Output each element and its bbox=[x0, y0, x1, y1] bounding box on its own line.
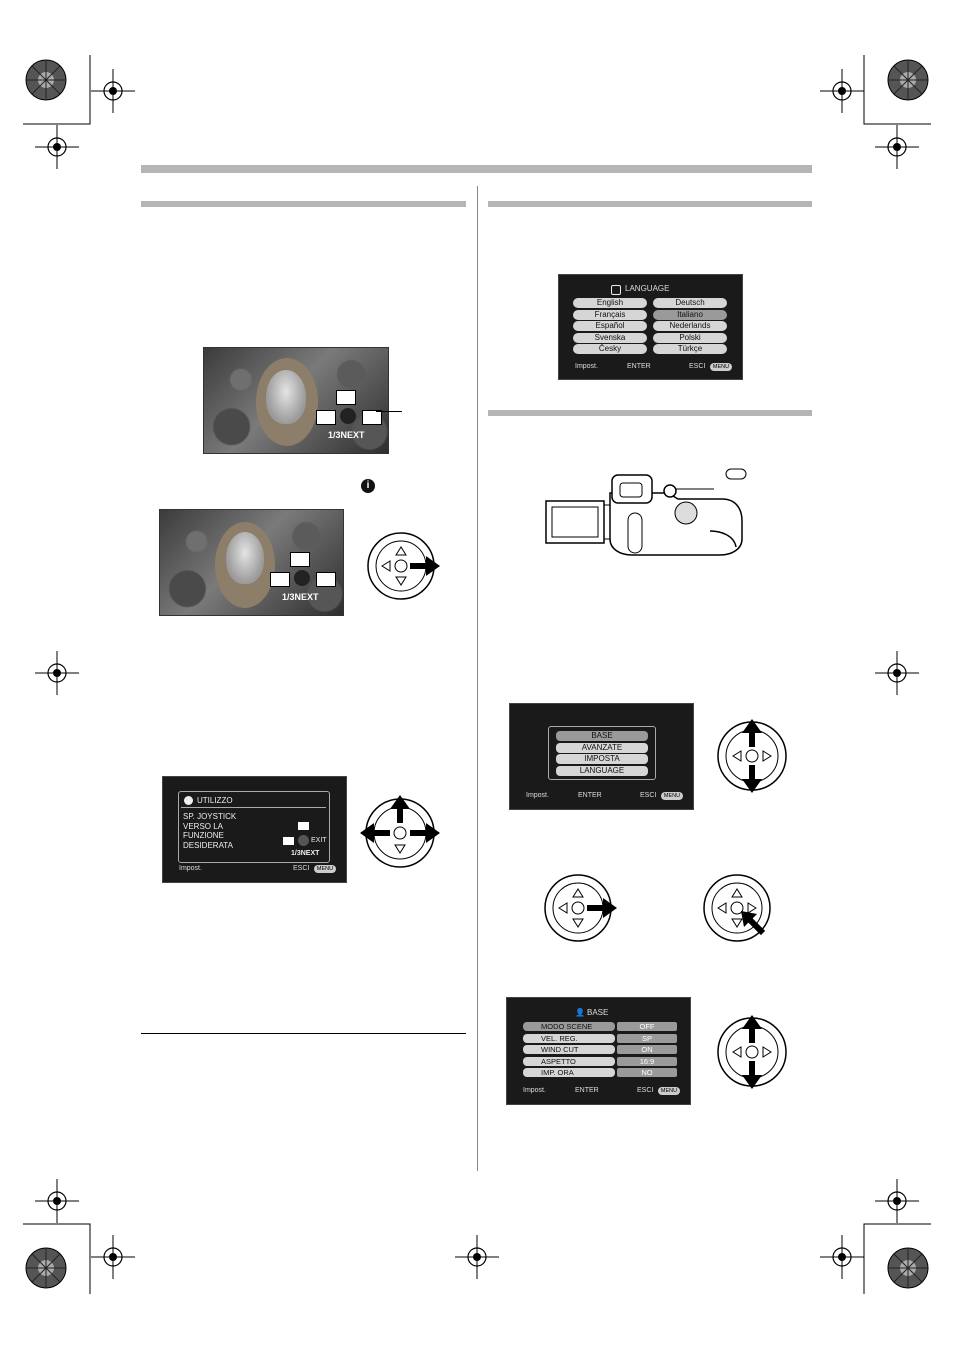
setting-label[interactable]: ASPETTO bbox=[523, 1056, 615, 1066]
setting-label[interactable]: WIND CUT bbox=[523, 1045, 615, 1054]
face bbox=[266, 370, 306, 424]
joystick-multi-icon bbox=[360, 795, 440, 868]
footer-enter: ENTER bbox=[627, 363, 651, 370]
menu-item[interactable]: IMPOSTA bbox=[556, 754, 648, 764]
joystick-right-icon bbox=[367, 532, 440, 600]
footer-impost: Impost. bbox=[526, 792, 549, 799]
setting-value: 16:9 bbox=[617, 1056, 677, 1066]
language-option[interactable]: Türkçe bbox=[653, 344, 727, 354]
joystick-updown-icon bbox=[717, 1015, 787, 1089]
setting-label[interactable]: VEL. REG. bbox=[523, 1033, 615, 1043]
section-bar-left bbox=[141, 201, 466, 207]
footer-impost: Impost. bbox=[523, 1087, 546, 1094]
section-bar-right-2 bbox=[488, 410, 812, 416]
enter-icon bbox=[316, 410, 336, 425]
language-option[interactable]: Česky bbox=[573, 344, 647, 354]
footer-impost: Impost. bbox=[575, 363, 598, 370]
setting-value: SP bbox=[617, 1033, 677, 1043]
info-icon bbox=[362, 410, 382, 425]
language-option[interactable]: English bbox=[573, 298, 647, 308]
header-bar bbox=[141, 165, 812, 173]
enter-icon bbox=[270, 572, 290, 587]
footer-esci: ESCI bbox=[293, 865, 310, 872]
camera-photo-top: 1/3NEXT bbox=[203, 347, 389, 454]
mini-icon-panel: EXIT 1/3NEXT bbox=[281, 821, 329, 859]
footer-enter: ENTER bbox=[575, 1087, 599, 1094]
help-title: UTILIZZO bbox=[197, 796, 233, 805]
callout-line bbox=[376, 411, 402, 412]
next-label: 1/3NEXT bbox=[291, 850, 320, 857]
footer-enter: ENTER bbox=[578, 792, 602, 799]
menu-item[interactable]: BASE bbox=[556, 731, 648, 741]
column-divider bbox=[477, 186, 478, 1171]
next-label: 1/3NEXT bbox=[328, 430, 365, 440]
icon-panel: 1/3NEXT bbox=[268, 548, 340, 610]
language-title: LANGUAGE bbox=[625, 284, 670, 293]
setting-label[interactable]: IMP. ORA bbox=[523, 1068, 615, 1077]
language-option[interactable]: Deutsch bbox=[653, 298, 727, 308]
next-label: 1/3NEXT bbox=[282, 592, 319, 602]
setting-value: ON bbox=[617, 1045, 677, 1054]
joystick-right-icon bbox=[544, 874, 617, 942]
info-icon: i bbox=[361, 479, 375, 493]
exit-label: EXIT bbox=[311, 837, 327, 844]
setting-value: NO bbox=[617, 1068, 677, 1077]
menu-badge: MENU bbox=[314, 865, 336, 873]
section-bar-right-1 bbox=[488, 201, 812, 207]
setting-value: OFF bbox=[617, 1022, 677, 1031]
footer-impost: Impost. bbox=[179, 865, 202, 872]
left-footer-rule bbox=[141, 1033, 466, 1034]
speaker-icon bbox=[611, 285, 621, 295]
info-icon bbox=[316, 572, 336, 587]
help-frame bbox=[178, 791, 330, 863]
help-screen: UTILIZZO SP. JOYSTICK VERSO LA FUNZIONE … bbox=[162, 776, 347, 883]
language-option[interactable]: Español bbox=[573, 321, 647, 331]
joystick-updown-icon bbox=[717, 719, 787, 793]
icon-panel: 1/3NEXT bbox=[316, 386, 388, 448]
base-icon: 👤 bbox=[575, 1008, 585, 1017]
help-body: SP. JOYSTICK VERSO LA FUNZIONE DESIDERAT… bbox=[183, 812, 237, 850]
menu-badge: MENU bbox=[658, 1087, 680, 1095]
language-option[interactable]: Polski bbox=[653, 332, 727, 343]
menu-badge: MENU bbox=[710, 363, 732, 371]
menu-frame bbox=[548, 726, 656, 780]
language-option[interactable]: Svenska bbox=[573, 332, 647, 343]
info-icon bbox=[184, 796, 193, 805]
footer-esci: ESCI bbox=[640, 792, 657, 799]
footer-esci: ESCI bbox=[637, 1087, 654, 1094]
base-title: BASE bbox=[587, 1008, 609, 1017]
face bbox=[226, 532, 264, 584]
menu-item[interactable]: AVANZATE bbox=[556, 742, 648, 753]
camera-photo-mid: 1/3NEXT bbox=[159, 509, 344, 616]
setting-label[interactable]: MODO SCENE bbox=[523, 1022, 615, 1031]
menu-item[interactable]: LANGUAGE bbox=[556, 765, 648, 776]
camcorder-illustration bbox=[545, 468, 747, 556]
joystick-press-icon bbox=[703, 874, 771, 942]
footer-esci: ESCI bbox=[689, 363, 706, 370]
language-option[interactable]: Nederlands bbox=[653, 321, 727, 331]
language-option[interactable]: Français bbox=[573, 309, 647, 320]
menu-badge: MENU bbox=[661, 792, 683, 800]
language-option-selected[interactable]: Italiano bbox=[653, 309, 727, 320]
